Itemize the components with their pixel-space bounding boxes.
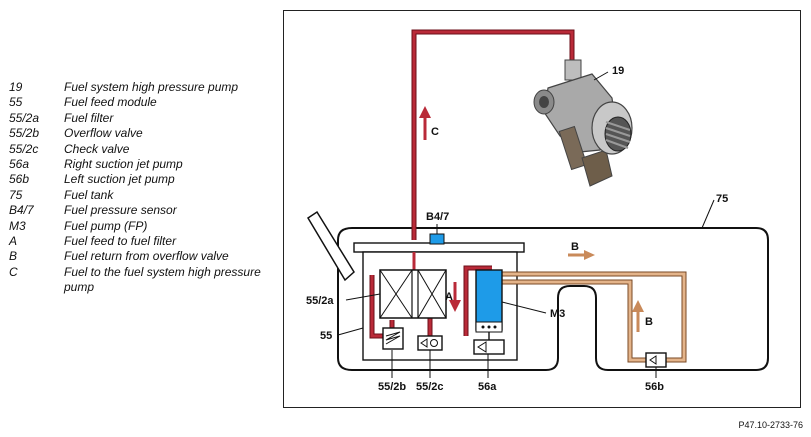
legend-code: B (9, 249, 18, 264)
return-line-b-inner (499, 279, 646, 363)
legend-desc: Fuel filter (64, 110, 114, 125)
leader-lines (337, 71, 715, 378)
legend-desc: Left suction jet pump (64, 172, 175, 187)
fuel-filter (379, 269, 447, 319)
legend-row: B4/7 Fuel pressure sensor (9, 203, 274, 218)
arrow-a-icon (449, 282, 461, 312)
legend-row: 75 Fuel tank (9, 188, 274, 203)
label-flow-b-right: B (645, 316, 653, 328)
legend-row: 56b Left suction jet pump (9, 172, 274, 187)
legend-code: B4/7 (9, 203, 34, 218)
legend-row: 55/2a Fuel filter (9, 111, 274, 126)
document-id: P47.10-2733-76 (738, 420, 803, 430)
legend-desc: Fuel system high pressure pump (64, 80, 239, 94)
arrow-b-up-icon (632, 300, 644, 332)
return-line-b-inner-core (499, 280, 646, 362)
feed-line-c-core (412, 30, 574, 240)
label-55-2a: 55/2a (306, 295, 334, 307)
legend-code: 55/2a (9, 110, 40, 125)
legend-row: 56a Right suction jet pump (9, 157, 274, 172)
label-56a: 56a (478, 381, 497, 393)
legend-row: M3 Fuel pump (FP) (9, 219, 274, 234)
legend-row: A Fuel feed to fuel filter (9, 234, 274, 249)
legend-code: 55 (9, 95, 23, 110)
overflow-valve (382, 327, 404, 350)
left-suction-jet-pump (645, 352, 667, 368)
legend-desc: Fuel to the fuel system high pressure pu… (64, 264, 261, 295)
legend-desc: Fuel tank (64, 187, 114, 202)
legend-code: C (9, 264, 18, 279)
fuel-pressure-sensor (429, 233, 445, 245)
label-flow-b-top: B (571, 241, 579, 253)
label-19: 19 (612, 65, 624, 77)
legend-desc: Right suction jet pump (64, 157, 183, 172)
high-pressure-pump (533, 59, 633, 187)
fuel-tank-outline (337, 227, 769, 371)
legend-code: 56b (9, 172, 30, 187)
legend-code: A (9, 234, 18, 249)
label-56b: 56b (645, 381, 664, 393)
legend-desc: Fuel pressure sensor (64, 203, 177, 218)
legend-desc: Fuel pump (FP) (64, 218, 148, 233)
label-55-2b: 55/2b (378, 381, 406, 393)
legend-row: 55 Fuel feed module (9, 95, 274, 110)
legend-row: 55/2b Overflow valve (9, 126, 274, 141)
label-75: 75 (716, 193, 728, 205)
legend-code: 55/2b (9, 126, 40, 141)
arrow-c-icon (419, 106, 431, 140)
legend-row: 55/2c Check valve (9, 142, 274, 157)
arrow-b-right-icon (568, 250, 595, 260)
legend-desc: Fuel return from overflow valve (64, 249, 229, 264)
legend-row: B Fuel return from overflow valve (9, 249, 274, 264)
diagram-frame (283, 10, 801, 408)
filler-neck (306, 210, 355, 282)
label-b4-7: B4/7 (426, 211, 449, 223)
legend-code: 55/2c (9, 141, 39, 156)
fuel-pump (475, 269, 503, 340)
legend-desc: Overflow valve (64, 126, 143, 141)
return-line-b-core (499, 272, 686, 362)
label-55: 55 (320, 330, 332, 342)
legend-desc: Fuel feed to fuel filter (64, 234, 177, 249)
legend-row: 19 Fuel system high pressure pump (9, 80, 274, 95)
check-valve (417, 335, 443, 351)
label-flow-c: C (431, 126, 439, 138)
legend-row: C Fuel to the fuel system high pressure p… (9, 265, 274, 296)
legend-code: 19 (9, 80, 23, 94)
legend-code: 75 (9, 187, 23, 202)
legend-desc: Fuel feed module (64, 95, 157, 110)
label-m3: M3 (550, 308, 565, 320)
legend-desc: Check valve (64, 141, 130, 156)
label-55-2c: 55/2c (416, 381, 444, 393)
legend-code: M3 (9, 218, 26, 233)
legend-code: 56a (9, 157, 30, 172)
right-suction-jet-pump (473, 339, 505, 355)
label-flow-a: A (445, 291, 453, 303)
